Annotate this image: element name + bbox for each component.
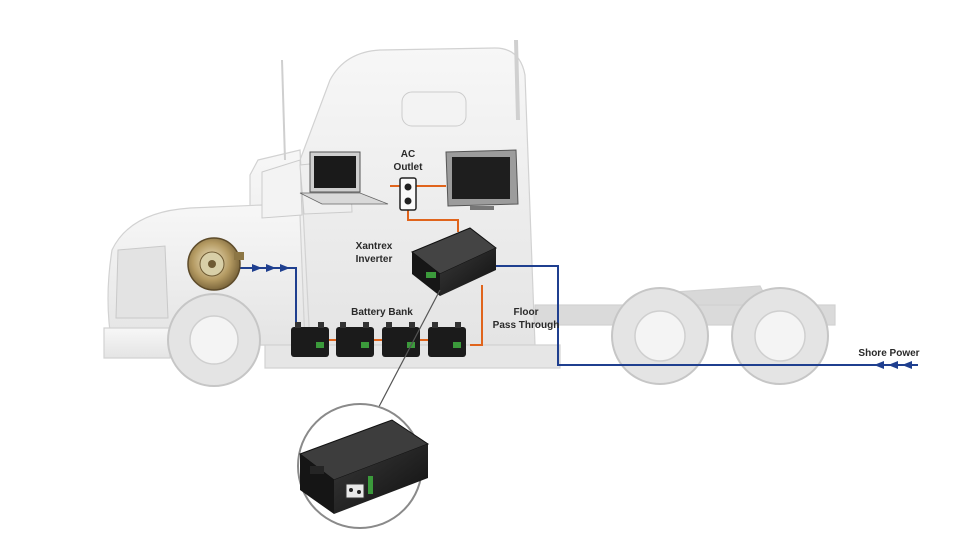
battery-bank-label: Battery Bank bbox=[351, 307, 413, 318]
antenna bbox=[281, 59, 286, 161]
battery-bank bbox=[291, 322, 466, 357]
windshield bbox=[261, 159, 303, 219]
ac-wiring bbox=[390, 185, 483, 346]
inverter-icon bbox=[411, 227, 497, 296]
inverter-icon bbox=[298, 419, 430, 514]
sleeper-window bbox=[401, 91, 467, 127]
grille bbox=[115, 245, 169, 319]
shore-power-label: Shore Power bbox=[858, 348, 920, 359]
floor-pass-through-label: Floor Pass Through bbox=[492, 307, 560, 331]
ac-outlet-label: AC Outlet bbox=[393, 149, 423, 173]
callout-line bbox=[371, 289, 441, 421]
tv-icon bbox=[445, 149, 519, 210]
alternator-icon bbox=[187, 237, 244, 291]
laptop-icon bbox=[299, 151, 389, 205]
battery-icon bbox=[291, 322, 329, 357]
dc-arrows bbox=[252, 264, 912, 369]
inverter-label: Xantrex Inverter bbox=[355, 241, 393, 265]
battery-icon bbox=[428, 322, 466, 357]
battery-icon bbox=[336, 322, 374, 357]
inverter-zoom-callout bbox=[297, 403, 430, 529]
outlet-icon bbox=[399, 177, 417, 211]
exhaust-stack bbox=[514, 39, 520, 121]
bumper bbox=[103, 327, 171, 359]
